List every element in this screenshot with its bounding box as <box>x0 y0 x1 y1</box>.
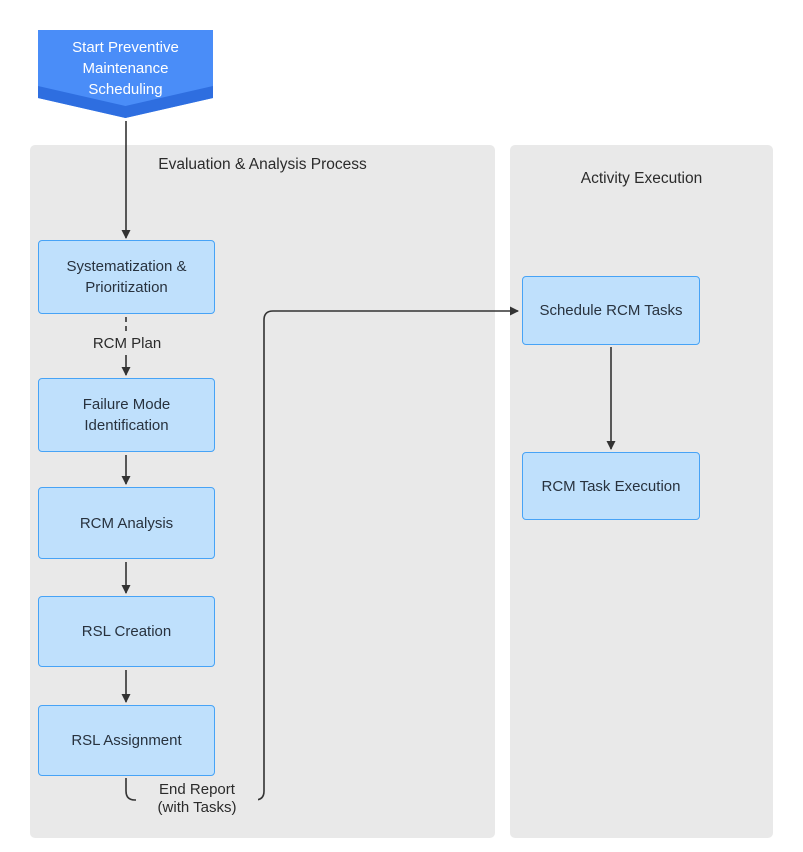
node-rcm-task-execution: RCM Task Execution <box>522 452 700 520</box>
node-schedule-rcm-tasks: Schedule RCM Tasks <box>522 276 700 345</box>
start-node: Start Preventive Maintenance Scheduling <box>38 30 213 118</box>
node-rcm-analysis: RCM Analysis <box>38 487 215 559</box>
node-systematization-prioritization: Systematization & Prioritization <box>38 240 215 314</box>
panel-title-execution: Activity Execution <box>580 170 703 187</box>
node-rsl-assignment: RSL Assignment <box>38 705 215 776</box>
node-failure-mode-identification: Failure Mode Identification <box>38 378 215 452</box>
panel-title-evaluation: Evaluation & Analysis Process <box>158 156 367 173</box>
start-node-label: Start Preventive Maintenance Scheduling <box>72 39 179 98</box>
edge-label-rcm-plan: RCM Plan <box>84 334 170 353</box>
edge-label-end-report-line1: End Report <box>159 781 235 798</box>
banner-fold <box>38 86 213 118</box>
banner-shape <box>38 30 213 118</box>
edge-label-end-report-line2: (with Tasks) <box>157 799 237 816</box>
edge-label-end-report: End Report (with Tasks) <box>136 779 258 817</box>
node-rsl-creation: RSL Creation <box>38 596 215 667</box>
